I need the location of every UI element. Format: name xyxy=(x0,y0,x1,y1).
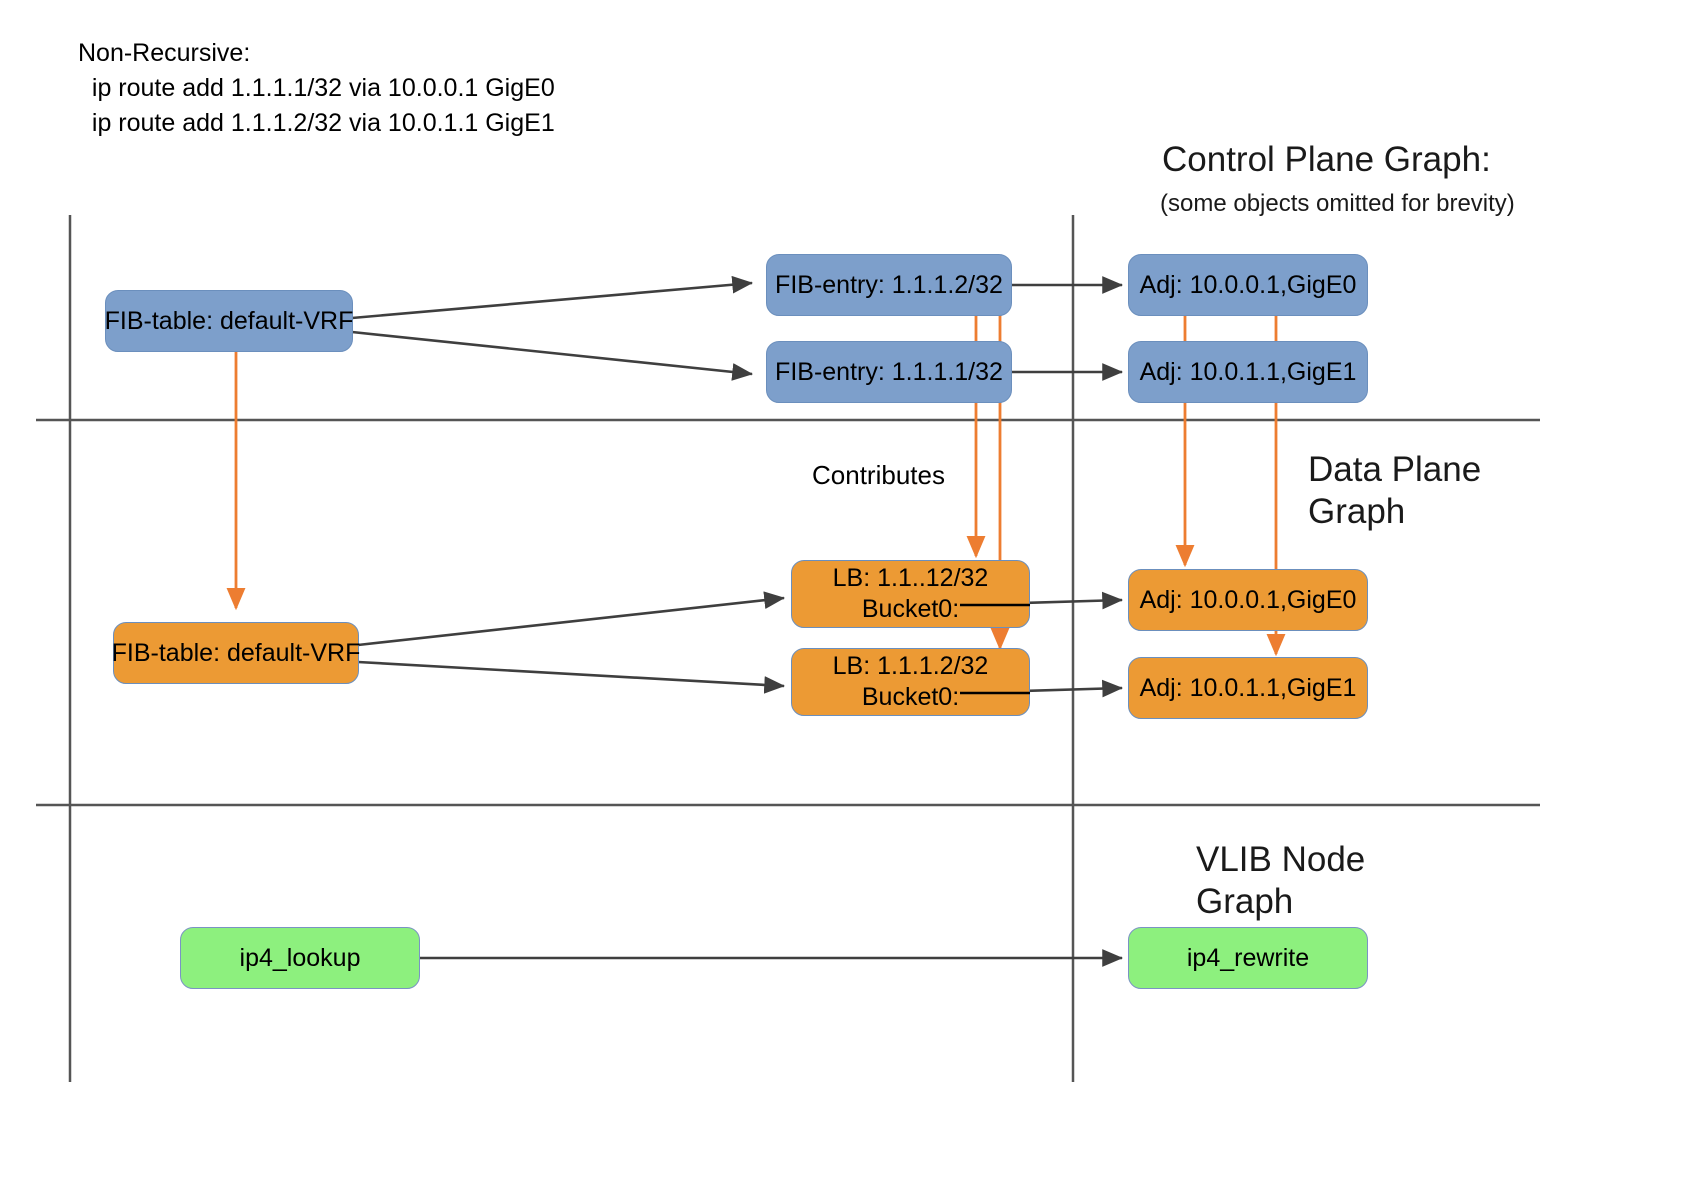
node-label: Adj: 10.0.1.1,GigE1 xyxy=(1139,357,1357,386)
node-control-plane-fib-entry-1-1-1-1[interactable]: FIB-entry: 1.1.1.1/32 xyxy=(766,341,1012,403)
swimlane-dividers xyxy=(36,215,1540,1082)
node-control-plane-fib-table[interactable]: FIB-table: default-VRF xyxy=(105,290,353,352)
node-label-line-1: LB: 1.1..12/32 xyxy=(832,564,989,592)
control-plane-subtitle: (some objects omitted for brevity) xyxy=(1160,190,1515,217)
node-label: FIB-entry: 1.1.1.2/32 xyxy=(775,270,1003,299)
vlib-title-line-2: Graph xyxy=(1196,882,1294,921)
node-vlib-ip4-lookup[interactable]: ip4_lookup xyxy=(180,927,420,989)
vlib-title-line-1: VLIB Node xyxy=(1196,840,1366,879)
node-data-plane-lb-0[interactable]: LB: 1.1..12/32 Bucket0: xyxy=(791,560,1030,628)
node-label: ip4_rewrite xyxy=(1186,943,1310,972)
node-label-line-1: LB: 1.1.1.2/32 xyxy=(832,652,989,680)
node-label-line-2: Bucket0: xyxy=(861,595,960,623)
control-plane-title: Control Plane Graph: xyxy=(1162,140,1491,179)
node-data-plane-adj-10-0-1-1[interactable]: Adj: 10.0.1.1,GigE1 xyxy=(1128,657,1368,719)
node-control-plane-adj-10-0-1-1[interactable]: Adj: 10.0.1.1,GigE1 xyxy=(1128,341,1368,403)
node-label: Adj: 10.0.1.1,GigE1 xyxy=(1139,673,1357,702)
node-label: ip4_lookup xyxy=(239,943,361,972)
node-label: Adj: 10.0.0.1,GigE0 xyxy=(1139,270,1357,299)
node-label-line-2: Bucket0: xyxy=(861,683,960,711)
node-data-plane-adj-10-0-0-1[interactable]: Adj: 10.0.0.1,GigE0 xyxy=(1128,569,1368,631)
node-data-plane-lb-1[interactable]: LB: 1.1.1.2/32 Bucket0: xyxy=(791,648,1030,716)
data-plane-title-line-1: Data Plane xyxy=(1308,450,1482,489)
header-note-line-3: ip route add 1.1.1.2/32 via 10.0.1.1 Gig… xyxy=(78,109,555,137)
node-label: FIB-table: default-VRF xyxy=(111,638,361,667)
data-plane-title-line-2: Graph xyxy=(1308,492,1406,531)
node-label: FIB-entry: 1.1.1.1/32 xyxy=(775,357,1003,386)
header-note-line-1: Non-Recursive: xyxy=(78,39,251,67)
node-control-plane-fib-entry-1-1-1-2[interactable]: FIB-entry: 1.1.1.2/32 xyxy=(766,254,1012,316)
header-note-line-2: ip route add 1.1.1.1/32 via 10.0.0.1 Gig… xyxy=(78,74,555,102)
contributes-label: Contributes xyxy=(812,460,945,490)
node-vlib-ip4-rewrite[interactable]: ip4_rewrite xyxy=(1128,927,1368,989)
control-plane-connectors xyxy=(351,275,1124,381)
node-label: FIB-table: default-VRF xyxy=(104,306,354,335)
node-data-plane-fib-table[interactable]: FIB-table: default-VRF xyxy=(111,622,361,684)
node-label: Adj: 10.0.0.1,GigE0 xyxy=(1139,585,1357,614)
node-control-plane-adj-10-0-0-1[interactable]: Adj: 10.0.0.1,GigE0 xyxy=(1128,254,1368,316)
